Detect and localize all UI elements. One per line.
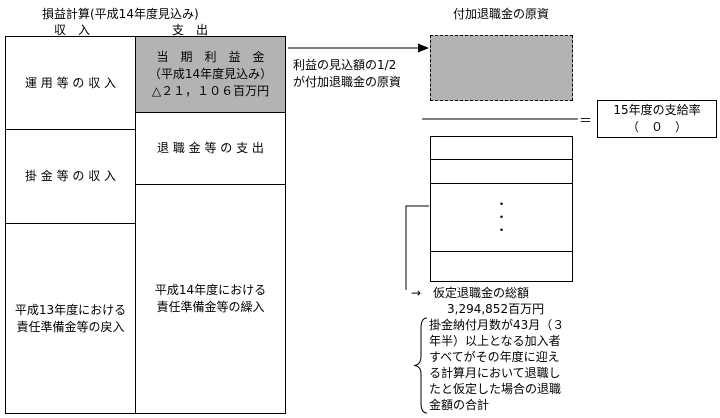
fund-numerator-box: [430, 35, 573, 101]
pl-table: 運 用 等 の 収 入 掛 金 等 の 収 入 平成13年度における 責任準備金…: [5, 36, 286, 414]
footnote-line: る計算月において退職し: [429, 366, 561, 380]
footnote-line: 年半）以上となる加入者: [429, 334, 561, 348]
fund-title: 付加退職金の原資: [453, 7, 550, 21]
income-row-operating-label: 運 用 等 の 収 入: [24, 75, 117, 90]
income-row-reserve-reversal: 平成13年度における 責任準備金等の戻入: [6, 224, 135, 413]
rate-box: 15年度の支給率 （ ０ ）: [597, 100, 717, 138]
footnote-line: 金額の合計: [429, 398, 490, 412]
ellipsis-dot: ・: [495, 197, 508, 211]
income-row-premium: 掛 金 等 の 収 入: [6, 130, 135, 224]
income-row-reserve-reversal-line1: 平成13年度における: [14, 302, 127, 317]
income-column: 運 用 等 の 収 入 掛 金 等 の 収 入 平成13年度における 責任準備金…: [6, 37, 136, 413]
rate-box-line1: 15年度の支給率: [613, 103, 701, 117]
expense-column-header: 支 出: [172, 23, 209, 37]
expense-row-reserve-transfer-line2: 責任準備金等の繰入: [156, 300, 265, 314]
expense-row-reserve-transfer-line1: 平成14年度における: [154, 283, 267, 297]
pl-title: 損益計算(平成14年度見込み): [42, 7, 199, 21]
footnote-brace-icon: [413, 317, 428, 414]
fund-denominator-box: ・ ・ ・: [430, 136, 573, 282]
footnote-line: すべてがその年度に迎え: [429, 350, 560, 364]
profit-arrowhead-icon: [418, 43, 429, 53]
denominator-row: [431, 160, 572, 184]
expense-column: 当 期 利 益 金 （平成14年度見込み） △２１，１０６百万円 退 職 金 等…: [136, 37, 285, 413]
profit-label-line2: （平成14年度見込み）: [148, 67, 273, 81]
income-column-header: 収 入: [54, 23, 91, 37]
ellipsis-dot: ・: [495, 210, 508, 224]
profit-half-note-line2: が付加退職金の原資: [293, 75, 402, 89]
expense-row-retirement: 退 職 金 等 の 支 出: [136, 113, 285, 185]
footnote-line: 掛金納付月数が43月（３: [429, 318, 565, 332]
total-value: 3,294,852百万円: [447, 302, 545, 316]
income-row-reserve-reversal-line2: 責任準備金等の戻入: [16, 319, 125, 334]
footnote-text: 掛金納付月数が43月（３ 年半）以上となる加入者 すべてがその年度に迎え る計算…: [429, 317, 564, 413]
total-arrow-label: → 仮定退職金の総額: [411, 286, 530, 300]
income-row-operating: 運 用 等 の 収 入: [6, 37, 135, 130]
footnote-line: たと仮定した場合の退職: [429, 382, 562, 396]
profit-half-note-line1: 利益の見込額の1/2: [293, 58, 397, 72]
denominator-row: [431, 137, 572, 160]
equals-sign: ＝: [579, 114, 593, 129]
rate-box-line2: （ ０ ）: [626, 120, 687, 134]
denominator-ellipsis-rows: ・ ・ ・: [431, 184, 572, 252]
income-row-premium-label: 掛 金 等 の 収 入: [24, 169, 117, 183]
expense-row-retirement-label: 退 職 金 等 の 支 出: [157, 141, 264, 155]
profit-amount: △２１，１０６百万円: [151, 84, 270, 98]
denominator-row: [431, 252, 572, 281]
expense-row-profit: 当 期 利 益 金 （平成14年度見込み） △２１，１０６百万円: [136, 37, 285, 113]
profit-label-line1: 当 期 利 益 金: [156, 50, 265, 64]
expense-row-reserve-transfer: 平成14年度における 責任準備金等の繰入: [136, 185, 285, 413]
profit-half-note: 利益の見込額の1/2 が付加退職金の原資: [293, 57, 401, 91]
denominator-connector-line: [405, 205, 429, 290]
ellipsis-dot: ・: [495, 223, 508, 237]
